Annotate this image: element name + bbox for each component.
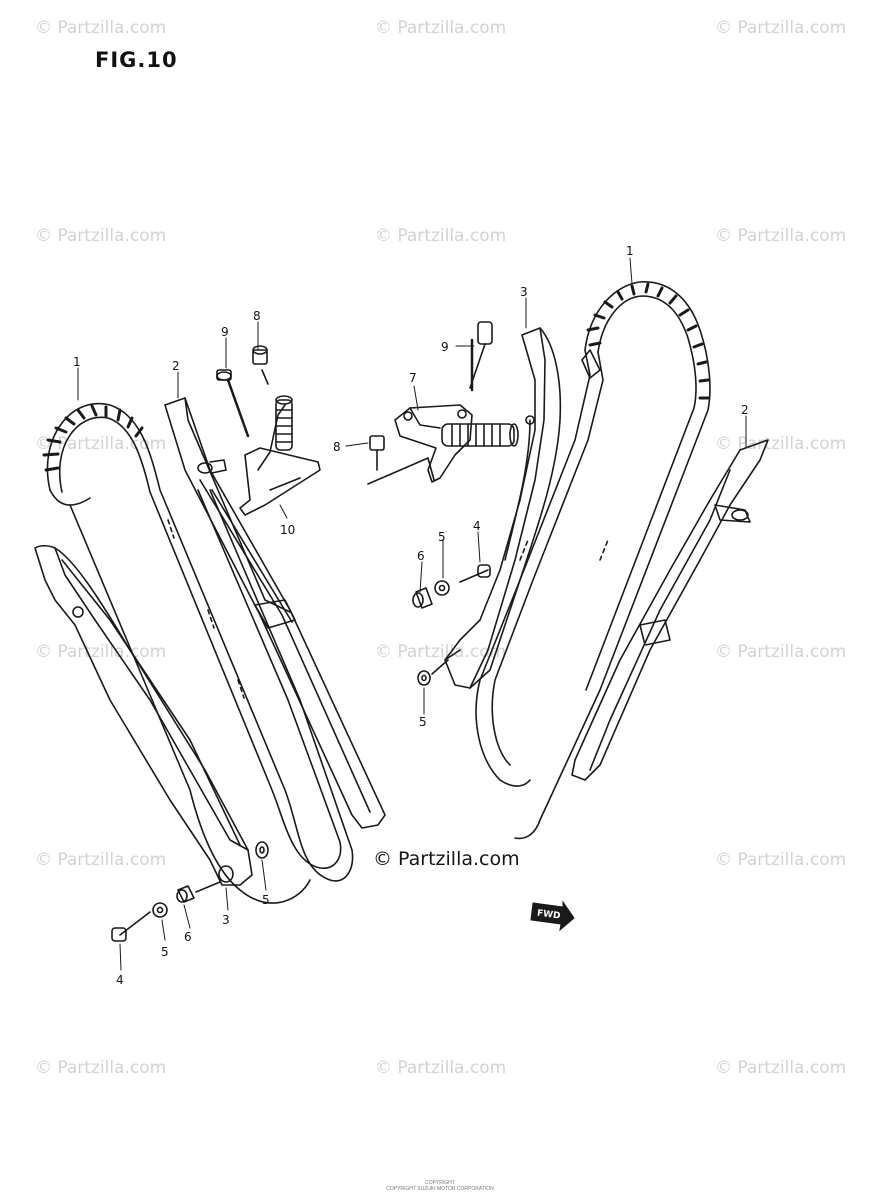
left-cam-chain [42,402,354,904]
watermark: © Partzilla.com [35,1058,167,1078]
callout-left-adjuster: 10 [280,523,295,537]
watermark: © Partzilla.com [35,226,167,246]
callout-left-chain: 1 [73,355,81,369]
watermark: © Partzilla.com [35,850,167,870]
callout-left-washer-upper: 5 [262,893,270,907]
fwd-arrow-icon: FWD [530,900,575,932]
right-tensioner-arm [444,327,562,689]
right-cam-chain [475,281,711,840]
watermark: © Partzilla.com [715,434,847,454]
callout-left-guide: 2 [172,359,180,373]
watermark: © Partzilla.com [715,850,847,870]
footer-line-2: COPYRIGHT SUZUKI MOTOR CORPORATION [386,1186,494,1192]
left-hardware [111,841,269,942]
watermark: © Partzilla.com [375,18,507,38]
watermark: © Partzilla.com [715,1058,847,1078]
callout-left-washer-lower: 5 [161,945,169,959]
callout-right-adjuster: 7 [409,371,417,385]
watermark: © Partzilla.com [715,226,847,246]
callout-left-bolt-8: 8 [253,309,261,323]
callout-right-bolt: 4 [473,519,481,533]
footer-line-1: COPYRIGHT [425,1180,455,1186]
left-tensioner-arm [34,544,253,886]
callout-right-washer-lower: 5 [419,715,427,729]
leader-lines [77,257,747,971]
callout-right-guide: 2 [741,403,749,417]
right-chain-guide [571,439,769,781]
callout-left-tensioner-arm: 3 [222,913,230,927]
callout-right-spacer: 6 [417,549,425,563]
callout-left-bolt-9: 9 [221,325,229,339]
callout-right-bolt-9: 9 [441,340,449,354]
footer-note: COPYRIGHT COPYRIGHT SUZUKI MOTOR CORPORA… [350,1180,530,1192]
watermark: © Partzilla.com [375,642,507,662]
right-tensioner-adjuster [367,321,519,485]
callout-right-bolt-8: 8 [333,440,341,454]
callout-left-bolt: 4 [116,973,124,987]
callout-left-spacer: 6 [184,930,192,944]
figure-title: FIG.10 [95,48,178,72]
left-tensioner-adjuster [216,345,321,516]
right-hardware [412,564,491,686]
left-chain-guide [164,397,386,829]
callout-right-tensioner-arm: 3 [520,285,528,299]
watermark: © Partzilla.com [715,642,847,662]
callout-right-chain: 1 [626,244,634,258]
fwd-label: FWD [536,909,561,922]
watermark: © Partzilla.com [715,18,847,38]
copyright-notice: © Partzilla.com [373,848,520,870]
watermark: © Partzilla.com [35,18,167,38]
watermark: © Partzilla.com [375,1058,507,1078]
watermark: © Partzilla.com [375,226,507,246]
callout-right-washer-upper: 5 [438,530,446,544]
